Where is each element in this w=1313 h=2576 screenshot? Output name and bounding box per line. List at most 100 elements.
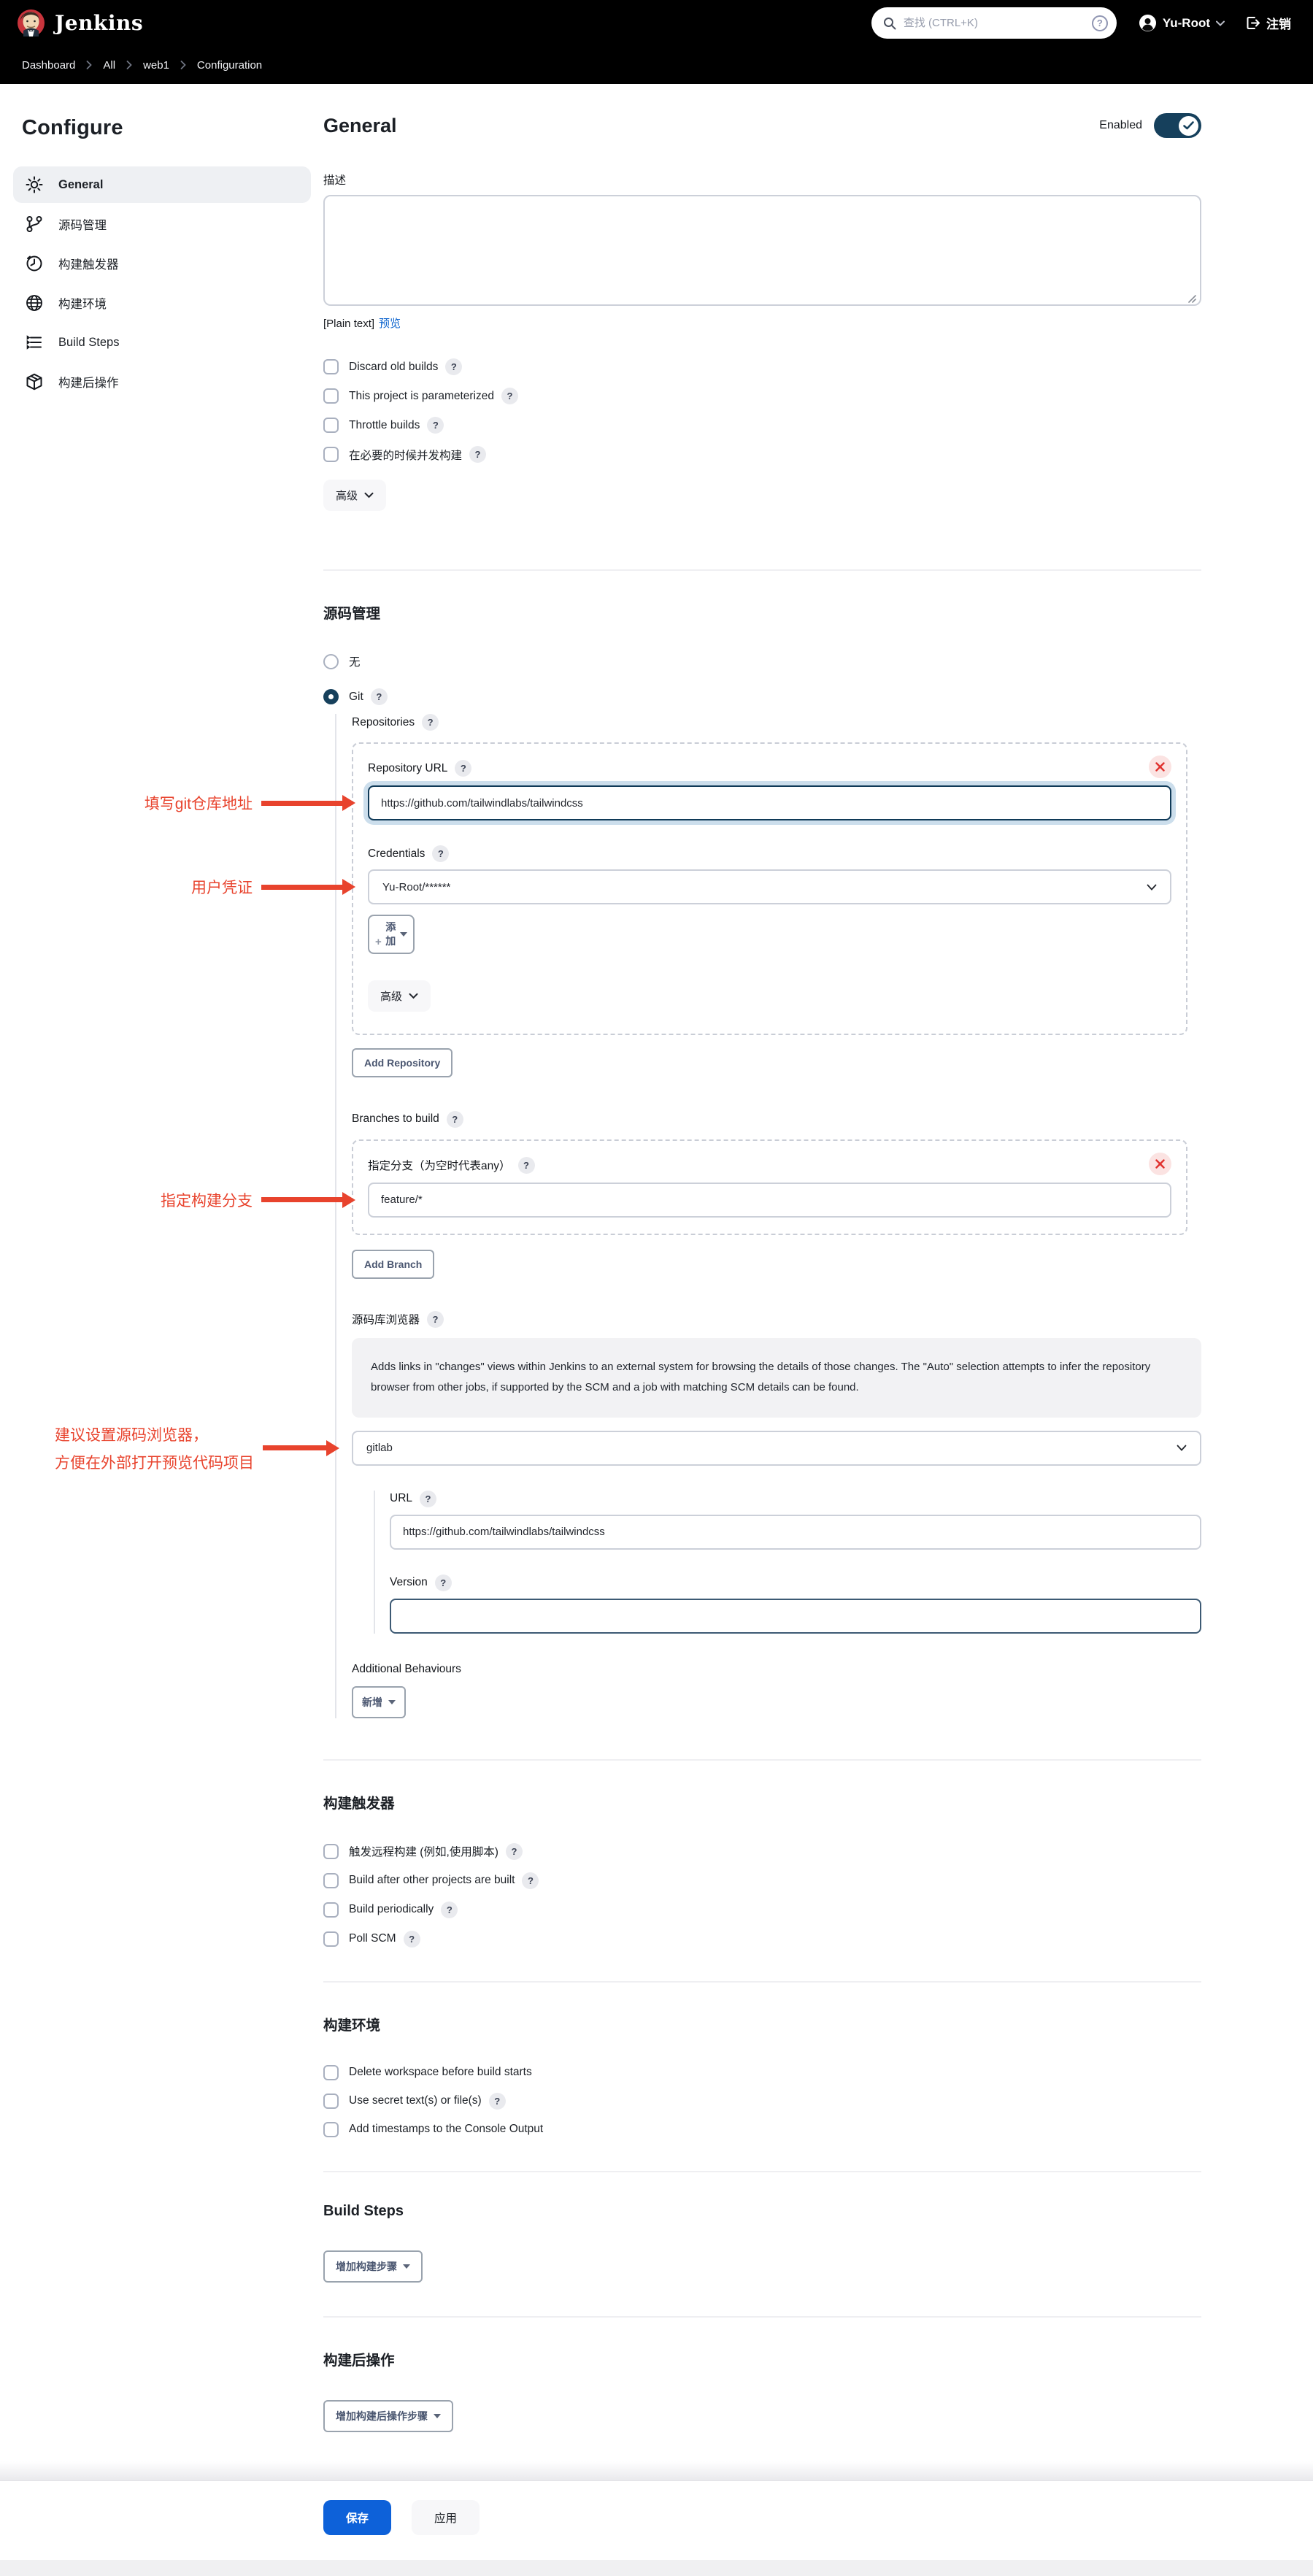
help-icon[interactable]: ? — [517, 1156, 535, 1174]
description-textarea[interactable] — [323, 195, 1201, 306]
sidebar-item-post-build[interactable]: 构建后操作 — [13, 364, 311, 400]
help-icon[interactable]: ? — [445, 358, 463, 375]
help-icon[interactable]: ? — [522, 1872, 539, 1889]
repository-url-input[interactable] — [368, 785, 1171, 820]
help-icon[interactable]: ? — [434, 1574, 452, 1591]
add-branch-button[interactable]: Add Branch — [352, 1249, 435, 1279]
sidebar-item-scm[interactable]: 源码管理 — [13, 206, 311, 242]
section-divider — [323, 569, 1201, 571]
checkbox-row: Build periodically ? — [323, 1901, 1201, 1918]
enabled-label: Enabled — [1099, 119, 1142, 131]
page-title: General — [323, 114, 397, 137]
post-build-section-title: 构建后操作 — [323, 2352, 395, 2369]
browser-version-input[interactable] — [390, 1598, 1201, 1634]
help-icon[interactable]: ? — [432, 845, 450, 862]
search-help-icon[interactable]: ? — [1091, 15, 1108, 31]
delete-branch-button[interactable] — [1149, 1152, 1171, 1175]
branch-card: 指定分支（为空时代表any） ? 指定构建分支 — [161, 1139, 1187, 1235]
checkbox-row: Use secret text(s) or file(s) ? — [323, 2092, 1201, 2110]
sidebar-item-general[interactable]: General — [13, 166, 311, 203]
jenkins-butler-icon — [16, 8, 46, 38]
page-bottom-strip — [0, 2559, 1313, 2576]
sidebar-item-label: 源码管理 — [58, 219, 107, 232]
arrow-right-icon — [261, 795, 355, 811]
annotation-branch: 指定构建分支 — [161, 1189, 356, 1211]
sidebar-item-build-steps[interactable]: Build Steps — [13, 324, 311, 361]
logout-button[interactable]: 注销 — [1245, 14, 1291, 32]
configure-sidebar: Configure General 源码管理 — [0, 84, 314, 400]
section-divider — [323, 1758, 1201, 1761]
delete-repository-button[interactable] — [1149, 756, 1171, 778]
breadcrumb-item[interactable]: web1 — [143, 58, 169, 72]
help-icon[interactable]: ? — [469, 446, 487, 463]
add-credentials-button[interactable]: + 添加 — [368, 915, 415, 954]
checkbox-secret-text[interactable] — [323, 2093, 339, 2109]
branch-specifier-input[interactable] — [368, 1182, 1171, 1218]
breadcrumb-item[interactable]: Dashboard — [22, 58, 76, 72]
apply-button[interactable]: 应用 — [412, 2499, 480, 2535]
git-config-group: Repositories ? Repository URL ? — [55, 714, 1201, 1718]
preview-link[interactable]: 预览 — [379, 318, 401, 330]
checkbox-concurrent-builds[interactable] — [323, 447, 339, 462]
help-icon[interactable]: ? — [455, 760, 472, 777]
sidebar-item-environment[interactable]: 构建环境 — [13, 285, 311, 321]
repository-advanced-button[interactable]: 高级 — [368, 980, 431, 1012]
save-button[interactable]: 保存 — [323, 2499, 392, 2535]
checkbox-row: Poll SCM ? — [323, 1930, 1201, 1948]
git-branch-icon — [25, 215, 44, 234]
footer-bar: 保存 应用 — [0, 2480, 1313, 2560]
add-repository-button[interactable]: Add Repository — [352, 1047, 453, 1077]
breadcrumb-item[interactable]: Configuration — [196, 58, 263, 72]
add-build-step-button[interactable]: 增加构建步骤 — [323, 2250, 423, 2283]
help-icon[interactable]: ? — [505, 1842, 523, 1860]
browser-url-input[interactable] — [390, 1514, 1201, 1550]
repo-browser-label: 源码库浏览器 ? — [352, 1310, 1201, 1328]
credentials-select[interactable]: Yu-Root/****** — [368, 869, 1171, 904]
close-icon — [1155, 1159, 1165, 1169]
checkbox-build-periodically[interactable] — [323, 1902, 339, 1918]
description-label: 描述 — [323, 174, 347, 187]
help-icon[interactable]: ? — [422, 714, 439, 731]
user-menu[interactable]: Yu-Root — [1139, 14, 1225, 32]
caret-down-icon — [388, 1699, 396, 1704]
help-icon[interactable]: ? — [427, 1310, 444, 1328]
help-icon[interactable]: ? — [501, 388, 518, 404]
sidebar-item-triggers[interactable]: 构建触发器 — [13, 245, 311, 282]
advanced-button[interactable]: 高级 — [323, 480, 387, 511]
checkbox-poll-scm[interactable] — [323, 1931, 339, 1947]
enabled-toggle[interactable] — [1154, 113, 1201, 138]
task-list-icon — [25, 333, 44, 352]
checkbox-row: Build after other projects are built ? — [323, 1872, 1201, 1889]
caret-down-icon — [403, 2264, 410, 2269]
add-post-build-action-button[interactable]: 增加构建后操作步骤 — [323, 2399, 453, 2432]
radio-scm-git[interactable] — [323, 689, 339, 704]
help-icon[interactable]: ? — [446, 1110, 463, 1128]
breadcrumb-item[interactable]: All — [103, 58, 116, 72]
checkbox-build-after-others[interactable] — [323, 1872, 339, 1888]
checkbox-delete-workspace[interactable] — [323, 2064, 339, 2080]
help-icon[interactable]: ? — [403, 1930, 420, 1948]
help-icon[interactable]: ? — [370, 688, 388, 705]
radio-scm-none[interactable] — [323, 653, 339, 669]
sidebar-item-label: Build Steps — [58, 335, 120, 349]
globe-icon — [25, 293, 44, 312]
search-box[interactable]: ? — [871, 7, 1117, 39]
help-icon[interactable]: ? — [441, 1901, 458, 1918]
repo-browser-select[interactable]: gitlab — [352, 1430, 1201, 1466]
resize-handle[interactable] — [1188, 295, 1196, 303]
chevron-down-icon — [364, 492, 374, 499]
checkbox-timestamps[interactable] — [323, 2121, 339, 2137]
checkbox-discard-old-builds[interactable] — [323, 359, 339, 374]
repo-browser-detail-group: URL ? Version ? — [374, 1490, 1201, 1634]
help-icon[interactable]: ? — [488, 2092, 506, 2110]
search-input[interactable] — [903, 17, 1085, 29]
sidebar-item-label: General — [58, 177, 104, 191]
checkbox-throttle-builds[interactable] — [323, 418, 339, 433]
checkbox-trigger-remote[interactable] — [323, 1843, 339, 1859]
add-behaviour-button[interactable]: 新增 — [352, 1685, 406, 1718]
checkbox-parameterized[interactable] — [323, 388, 339, 404]
help-icon[interactable]: ? — [420, 1490, 437, 1507]
help-icon[interactable]: ? — [427, 417, 444, 434]
jenkins-home-link[interactable]: Jenkins — [16, 8, 143, 38]
checkbox-row: Add timestamps to the Console Output — [323, 2121, 1201, 2137]
